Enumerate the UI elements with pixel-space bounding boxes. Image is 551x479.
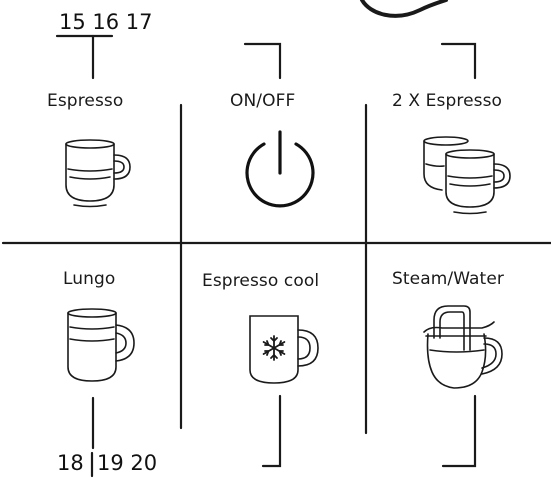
milk-jug-steam-icon — [423, 305, 503, 389]
double-espresso-cups-icon — [423, 136, 511, 215]
button-label-espresso-cool: Espresso cool — [202, 271, 320, 291]
button-label-steam-water: Steam/Water — [392, 269, 504, 289]
button-label-lungo: Lungo — [63, 269, 116, 289]
leader-espresso-cool — [261, 394, 282, 468]
cable-fragment — [360, 0, 448, 18]
espresso-cup-icon — [65, 139, 131, 208]
button-label-double-espresso: 2 X Espresso — [392, 91, 503, 111]
power-icon — [245, 130, 315, 208]
button-label-on-off: ON/OFF — [230, 91, 296, 111]
callout-numbers-19-20: 19 20 — [97, 451, 158, 475]
lungo-mug-icon — [67, 308, 135, 382]
callout-number-18: 18 — [57, 451, 84, 475]
leader-double-espresso — [440, 42, 477, 80]
snowflake-mug-icon — [249, 315, 319, 384]
leader-on-off — [243, 42, 282, 80]
leader-steam-water — [441, 394, 477, 468]
callout-numbers-top: 15 16 17 — [59, 10, 153, 34]
button-label-espresso: Espresso — [47, 91, 124, 111]
